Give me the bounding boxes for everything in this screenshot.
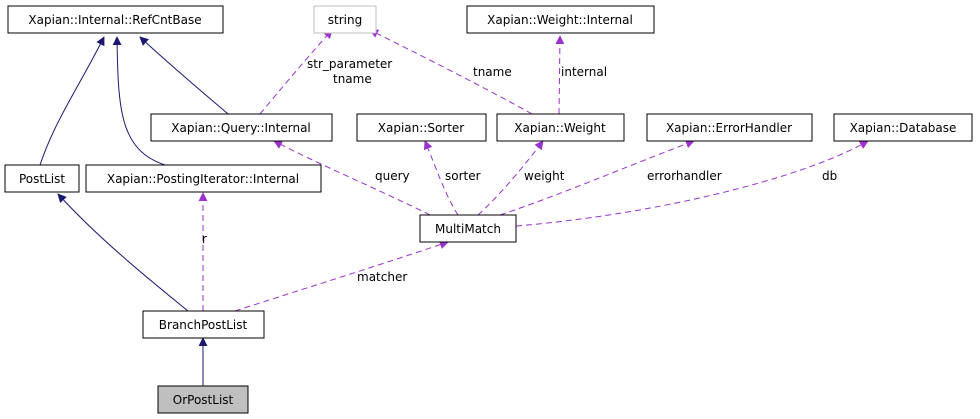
node-label: string [328,13,362,27]
node-label: Xapian::Sorter [378,121,465,135]
edge-multimatch-to-errorhandler [499,139,695,216]
edge-label-db: db [822,169,837,183]
edge-label-matcher: matcher [357,270,407,284]
node-label: OrPostList [173,393,234,407]
node-weight-internal[interactable]: Xapian::Weight::Internal [466,5,655,34]
node-label: Xapian::Query::Internal [171,121,311,135]
edge-label-tname-query: tname [333,72,372,86]
node-errorhandler[interactable]: Xapian::ErrorHandler [646,113,813,142]
edge-label-query: query [375,169,410,183]
node-label: Xapian::PostingIterator::Internal [107,172,299,186]
node-label: PostList [19,172,65,186]
edge-branchpostlist-to-multimatch [234,240,449,312]
node-branchpostlist[interactable]: BranchPostList [142,310,265,339]
node-postlist[interactable]: PostList [4,164,80,193]
edge-multimatch-to-queryinternal [273,140,431,216]
node-query-internal[interactable]: Xapian::Query::Internal [150,113,333,142]
edge-queryinternal-to-refcntbase [139,36,229,115]
edge-label-internal: internal [561,65,607,79]
node-database[interactable]: Xapian::Database [833,113,973,142]
edge-multimatch-to-sorter [423,140,459,216]
edge-multimatch-to-database [515,140,869,227]
edge-queryinternal-to-string [259,29,333,115]
node-string[interactable]: string [313,5,377,34]
node-label: Xapian::Internal::RefCntBase [28,13,201,27]
edge-postingiterator-to-refcntbase [112,36,166,166]
edge-postlist-to-refcntbase [39,36,105,166]
edge-label-sorter: sorter [445,169,481,183]
node-label: Xapian::Weight [514,121,606,135]
edge-branchpostlist-to-postlist [57,193,189,312]
edge-label-str-parameter: str_parameter [307,57,392,71]
node-sorter[interactable]: Xapian::Sorter [356,113,487,142]
edge-label-weight: weight [524,169,565,183]
node-multimatch[interactable]: MultiMatch [419,214,517,243]
node-refcntbase[interactable]: Xapian::Internal::RefCntBase [7,5,224,34]
edge-weight-to-weightinternal [555,35,565,115]
edge-weight-to-string [369,29,533,115]
node-postingiterator-internal[interactable]: Xapian::PostingIterator::Internal [85,164,322,193]
node-label: Xapian::Weight::Internal [487,13,633,27]
node-label: BranchPostList [159,318,248,332]
node-label: MultiMatch [435,222,501,236]
node-weight[interactable]: Xapian::Weight [496,113,625,142]
edge-label-r: r [202,232,207,246]
node-label: Xapian::ErrorHandler [666,121,792,135]
node-label: Xapian::Database [850,121,957,135]
edge-label-tname-weight: tname [473,65,512,79]
node-orpostlist[interactable]: OrPostList [157,385,249,414]
edge-label-errorhandler: errorhandler [647,169,722,183]
